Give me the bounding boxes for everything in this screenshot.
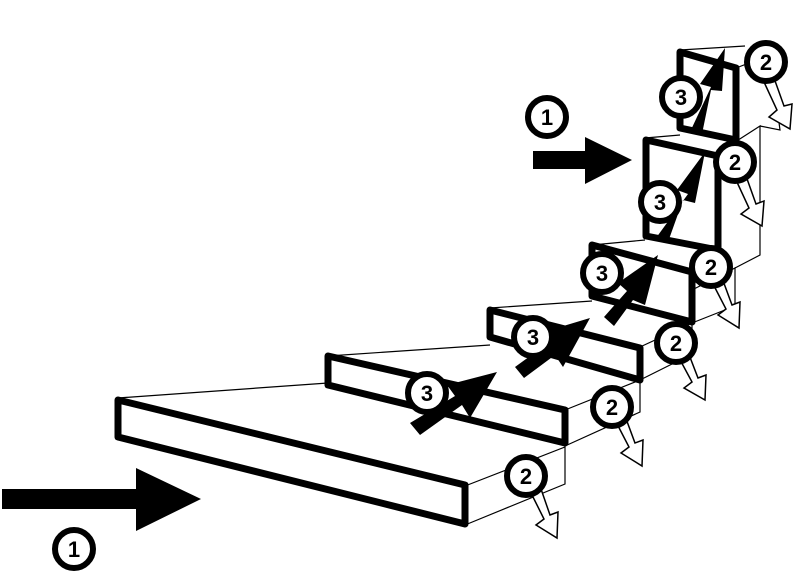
svg-text:3: 3 (654, 190, 666, 215)
callout-1-bottom: 1 (55, 530, 93, 568)
hollow-arrow-icon (734, 175, 765, 228)
solid-arrow-icon (604, 255, 658, 326)
hollow-arrow-icon (762, 77, 793, 131)
svg-text:2: 2 (670, 331, 682, 356)
svg-text:2: 2 (760, 50, 772, 75)
svg-text:3: 3 (421, 381, 433, 406)
callout-3-step-2: 3 (514, 318, 552, 356)
svg-text:2: 2 (705, 255, 717, 280)
entry-arrows (2, 137, 632, 531)
svg-text:1: 1 (68, 537, 80, 562)
hollow-arrows (529, 77, 793, 540)
svg-text:2: 2 (729, 150, 741, 175)
callout-2-step-2: 2 (593, 388, 631, 426)
callout-2-step-5: 2 (716, 143, 754, 181)
svg-text:2: 2 (520, 464, 532, 489)
callout-3-step-4: 3 (641, 183, 679, 221)
svg-text:1: 1 (541, 105, 553, 130)
callout-2-step-1: 2 (507, 457, 545, 495)
svg-text:2: 2 (606, 395, 618, 420)
callouts: 1 1 2 2 2 2 2 2 (55, 43, 785, 568)
callout-1-top: 1 (528, 98, 566, 136)
step-1-face (114, 396, 469, 528)
entry-arrow-bottom-icon (2, 468, 201, 531)
entry-arrow-top-icon (533, 137, 632, 184)
solid-arrow-icon (690, 48, 725, 134)
svg-text:3: 3 (527, 325, 539, 350)
callout-3-step-5: 3 (662, 78, 700, 116)
callout-2-step-4: 2 (692, 248, 730, 286)
svg-text:3: 3 (675, 85, 687, 110)
solid-arrow-icon (410, 372, 497, 435)
callout-3-step-3: 3 (583, 254, 621, 292)
solid-arrows (410, 48, 725, 435)
hollow-arrow-icon (529, 488, 559, 540)
callout-2-step-3: 2 (657, 324, 695, 362)
solid-arrow-icon (656, 152, 705, 242)
callout-3-step-1: 3 (408, 374, 446, 412)
solid-arrow-icon (515, 318, 590, 378)
svg-text:3: 3 (596, 261, 608, 286)
callout-2-step-6: 2 (747, 43, 785, 81)
